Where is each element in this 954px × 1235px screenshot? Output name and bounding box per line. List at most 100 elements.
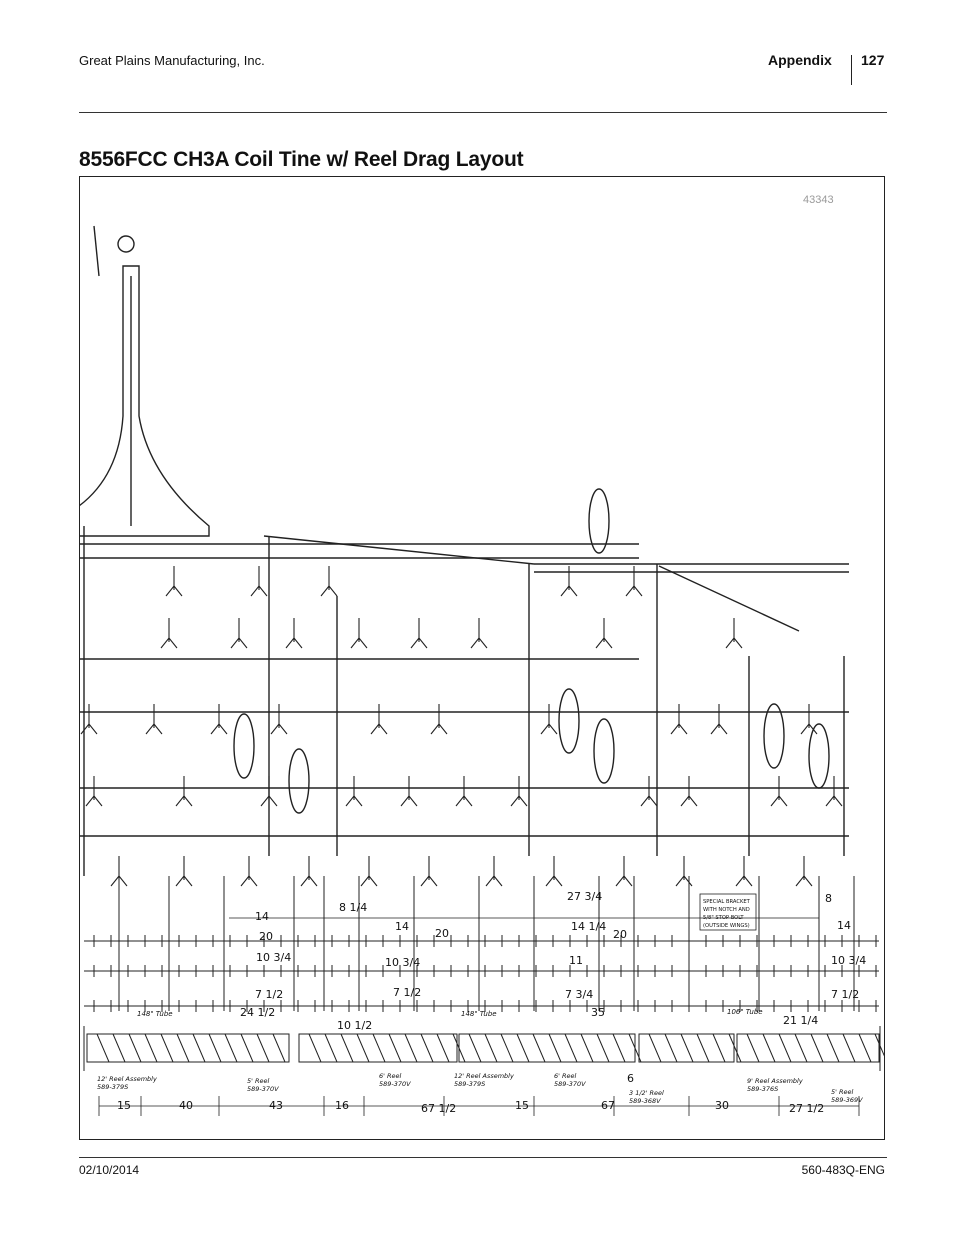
figure-frame [79,176,885,1140]
dimension-value: 7 3/4 [565,988,593,1001]
tine-shanks [80,566,843,887]
reel-drag [298,1033,458,1063]
reel-bar [842,1033,856,1063]
sweep [175,875,193,887]
reel-bar [404,1033,418,1063]
figure-number: 43343 [803,194,834,206]
bracket-note-line: SPECIAL BRACKET [703,899,751,905]
reel-part: 589-370V [247,1085,279,1093]
reel-drag [638,1033,735,1063]
footer-rule [79,1157,887,1158]
reel-bar [468,1033,482,1063]
sweep [320,585,338,597]
sweep [735,875,753,887]
reel-bar [564,1033,578,1063]
bracket-note-line: (OUTSIDE WINGS) [703,923,750,929]
sweep [165,585,183,597]
gauge-wheel [288,748,310,814]
reel-bar [192,1033,206,1063]
reel-bar [484,1033,498,1063]
sweep [400,795,418,807]
page-number: 127 [861,52,885,68]
bottom-dimension: 43 [269,1099,283,1112]
reel-part: 589-370V [379,1080,411,1088]
sweep [285,637,303,649]
sweep [670,723,688,735]
reel-bar [778,1033,792,1063]
sweep [770,795,788,807]
dimension-value: 21 1/4 [783,1014,818,1027]
reel-name: 12' Reel Assembly [97,1075,157,1083]
reel-bar [340,1033,354,1063]
bottom-dimension: 16 [335,1099,349,1112]
gauge-wheel [558,688,580,754]
sweep [680,795,698,807]
reel-bar [420,1033,434,1063]
sweep [345,795,363,807]
dimension-value: 24 1/2 [240,1006,275,1019]
sweep [560,585,578,597]
sweep [825,795,843,807]
bracket-note-line: WITH NOTCH AND [703,907,750,913]
sweep [145,723,163,735]
reel-name: 12' Reel Assembly [454,1072,514,1080]
sweep [240,875,258,887]
bottom-dimension: 27 1/2 [789,1102,824,1115]
reel-part: 589-379S [97,1083,128,1091]
reel-bar [696,1033,710,1063]
reel-bar [596,1033,610,1063]
reel-bar [500,1033,514,1063]
header-company: Great Plains Manufacturing, Inc. [79,53,265,68]
dimension-value: 7 1/2 [255,988,283,1001]
dimension-value: 7 1/2 [393,986,421,999]
dimension-value: 14 [837,919,851,932]
dimension-value: 35 [591,1006,605,1019]
reel-part: 589-368V [629,1097,661,1105]
reel-bar [680,1033,694,1063]
reel-bar [144,1033,158,1063]
bottom-dimension: 67 1/2 [421,1102,456,1115]
tube-label: 148" Tube [137,1010,173,1018]
reel-bar [728,1033,742,1063]
reel-bar [160,1033,174,1063]
footer-date: 02/10/2014 [79,1163,140,1177]
sweep [470,637,488,649]
dimension-value: 10 3/4 [831,954,866,967]
sweep [800,723,818,735]
reel-bar [372,1033,386,1063]
reel-bar [580,1033,594,1063]
reel-bar [548,1033,562,1063]
bottom-dimension: 67 [601,1099,615,1112]
reel-bar [826,1033,840,1063]
dimension-value: 20 [613,928,627,941]
bottom-dimension: 15 [117,1099,131,1112]
wing-linkage [658,565,800,632]
reel-bar [176,1033,190,1063]
sweep [725,637,743,649]
reel-bar [96,1033,110,1063]
reel-bar [746,1033,760,1063]
reel-drag [458,1033,636,1063]
dimension-value: 8 1/4 [339,901,367,914]
dimension-value: 10 3/4 [385,956,420,969]
dimension-value: 11 [569,954,583,967]
gauge-wheel [808,723,830,789]
sweep [595,637,613,649]
sweep [270,723,288,735]
sweep [85,795,103,807]
reel-bar [208,1033,222,1063]
gauge-wheel [763,703,785,769]
reel-bar [762,1033,776,1063]
bottom-dimension: 30 [715,1099,729,1112]
sweep [455,795,473,807]
hitch-tongue [79,265,210,537]
sweep [300,875,318,887]
dimension-value: 10 3/4 [256,951,291,964]
reel-name: 3 1/2' Reel [629,1089,664,1097]
gauge-wheel [593,718,615,784]
reel-part: 589-370V [554,1080,586,1088]
sweep [640,795,658,807]
bottom-dimension: 40 [179,1099,193,1112]
